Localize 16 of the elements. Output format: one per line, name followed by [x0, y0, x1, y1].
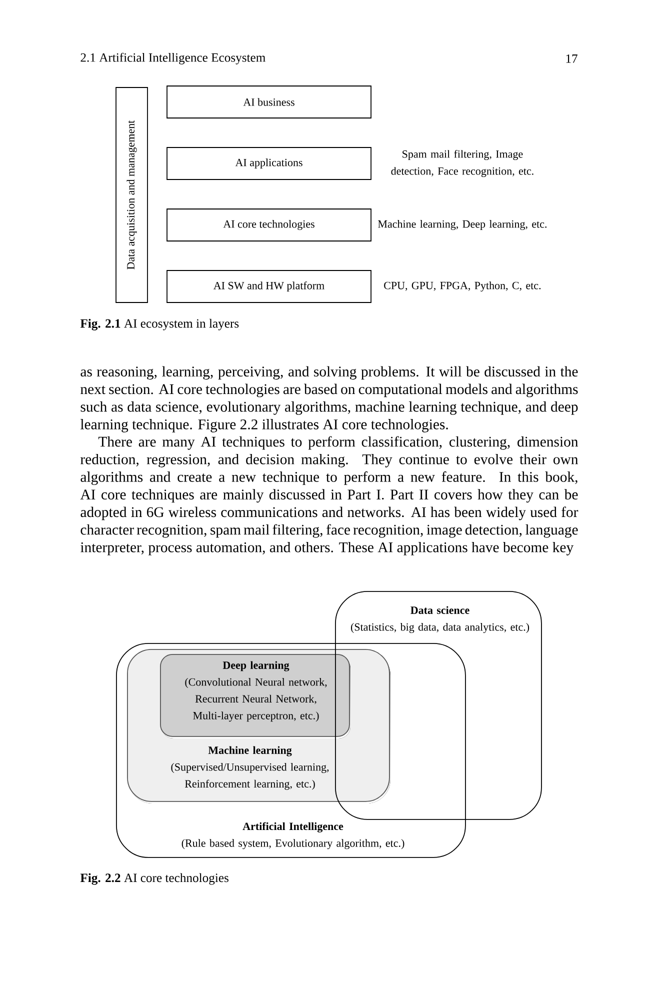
figure-caption: Fig. 2.2 AI core technologies — [80, 873, 228, 885]
side-note: CPU, GPU, FPGA, Python, C, etc. — [384, 282, 541, 292]
layer-box: AI business — [166, 86, 372, 118]
figure-caption: Fig. 2.1 AI ecosystem in layers — [80, 318, 239, 330]
layer-box: AI core technologies — [166, 208, 372, 242]
body-text: as reasoning, learning, perceiving, and solving problems. It will be discussed in the next section. AI core technologies are based on computational models and algorithms such as data science, evolutionary algorithms, machine learning technique, and deep learning technique. Figure 2.2 illustrates AI core technologies. — [80, 366, 578, 432]
body-text: There are many AI techniques to perform classification, clustering, dimension reduction, regression, and decision making. They continue to evolve their own algorithms and create a new technique to perform a new feature. In this book, AI core techniques are mainly discussed in Part I. Part II covers how they can be adopted in 6G wireless communications and networks. AI has been widely used for character recognition, spam mail filtering, face recognition, image detection, language interpreter, process automation, and others. These AI applications have become key — [80, 436, 578, 556]
rounded-box: Data science (Statistics, big data, data analytics, etc.) — [335, 591, 542, 820]
layer-box: AI SW and HW platform — [166, 270, 372, 303]
vertical-box: Data acquisition and management — [116, 87, 148, 303]
side-note: Machine learning, Deep learning, etc. — [378, 220, 546, 230]
rounded-box: Deep learning (Convolutional Neural network, Recurrent Neural Network, Multi-layer perceptron, etc.) — [160, 654, 350, 738]
side-note: Spam mail filtering, Image detection, Face recognition, etc. — [391, 150, 534, 178]
layer-box: AI applications — [166, 147, 372, 180]
running-header: 2.1 Artificial Intelligence Ecosystem — [80, 52, 266, 64]
page-number: 17 — [566, 54, 578, 63]
